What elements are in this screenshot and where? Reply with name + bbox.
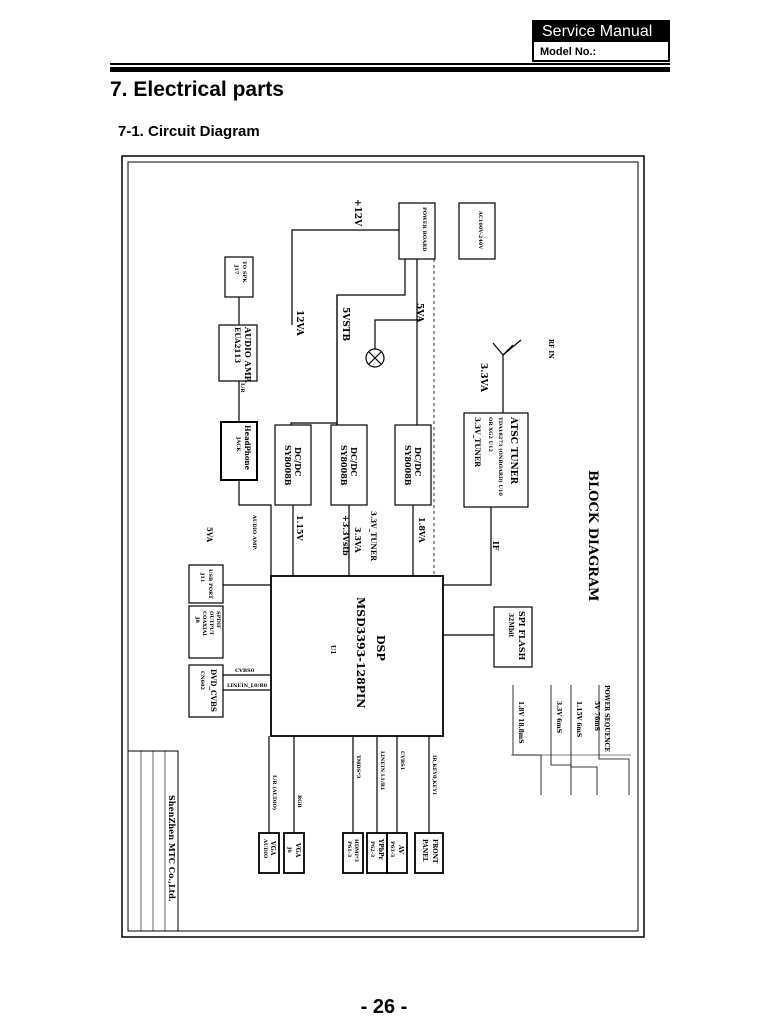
header-rule-thick	[110, 67, 670, 72]
to-spk-block	[224, 256, 254, 298]
tuner-title: ATSC TUNER	[508, 416, 518, 485]
tuner-out: 3.3V_TUNER	[369, 511, 378, 561]
block-diagram: BLOCK DIAGRAM DSP MSD3393-128PIN U1 POWE…	[121, 155, 645, 938]
model-label: Model No.:	[540, 46, 597, 58]
dsp-line1: DSP	[374, 635, 387, 661]
power-board-block	[398, 202, 436, 260]
dcdc1-label: DC/DC	[293, 447, 303, 477]
header-title: Service Manual	[534, 22, 668, 42]
dcdc2-label: DC/DC	[349, 447, 359, 477]
tuner-alt: OR XG2 U12	[487, 417, 493, 452]
signal-cvbs: CVBS0	[235, 668, 255, 674]
headphone-jack: JACK	[235, 436, 241, 452]
audio-amp-block	[218, 324, 258, 382]
spi-flash-size: 32Mbit	[507, 613, 514, 637]
dcdc2-out2: 3.3VA	[353, 527, 363, 554]
input-hdmi	[342, 832, 364, 874]
audio-amp-chip: EUA2113	[233, 327, 242, 363]
signal-linein: LINEIN_L0/R0	[227, 683, 268, 689]
header-rule-thin	[110, 63, 670, 65]
dsp-block	[270, 575, 444, 737]
page-number: - 26 -	[360, 996, 408, 1018]
power-board-label: POWER BOARD	[421, 207, 427, 252]
input-vga-l1: VGA	[294, 842, 301, 858]
company-name: ShenZhen MTC Co.,Ltd.	[167, 795, 177, 902]
dcdc1-chip: SY8008B	[283, 445, 293, 486]
usb-label: USB PORT	[207, 569, 213, 599]
spdif-coaxial: COAXIAL	[201, 611, 207, 637]
spdif-block	[188, 605, 224, 659]
rail-33va: 3.3VA	[478, 363, 488, 393]
usb-block	[188, 564, 224, 604]
rail-5vstb: 5VSTB	[340, 307, 350, 341]
input-ypbpr-sig: LINEIN L1/R1	[379, 751, 385, 790]
headphone-label: HeadPhone	[243, 425, 252, 471]
ac-input-block	[458, 202, 496, 260]
audio-amp-label: AUDIO AMP.	[243, 326, 253, 383]
spdif-ref: J8	[194, 616, 200, 623]
tuner-supply: 3.3V_TUNER	[473, 417, 482, 467]
spi-flash-block	[493, 606, 533, 668]
input-vga-audio-l2: AUDIO	[262, 838, 268, 859]
dcdc2-out1: +3.3Vstb	[341, 515, 351, 556]
dcdc3-label: DC/DC	[413, 447, 423, 477]
input-vga-audio-l1: VGA	[269, 840, 276, 856]
input-vga-sig: RGB	[296, 795, 302, 808]
tuner-chip: TDA18273 (ONBOARD) U10	[497, 417, 504, 496]
signal-5va: 5VA	[205, 527, 214, 543]
dcdc2-chip: SY8008B	[339, 445, 349, 486]
timing-t1: 1.8V 18.8mS	[517, 701, 524, 743]
dvd-block	[188, 664, 224, 718]
timing-t3: 1.15V 6mS	[575, 701, 582, 737]
timing-t2: 3.3V 6mS	[555, 701, 562, 733]
diagram-title: BLOCK DIAGRAM	[585, 470, 600, 601]
input-ypbpr-l2: P62-3	[369, 841, 375, 858]
to-spk-label: TO SPK	[241, 261, 247, 283]
spdif-label: SPDIF	[215, 611, 221, 629]
dcdc1-out: 1.15V	[295, 515, 305, 541]
signal-audio-amp: AUDIO AMP.	[251, 514, 257, 550]
input-hdmi-l2: P61-3	[346, 841, 352, 858]
dcdc3-out: 1.8VA	[417, 517, 427, 544]
header-box: Service Manual Model No.:	[532, 20, 670, 62]
dvd-label: DVD_CVBS	[209, 669, 218, 712]
input-ypbpr-l1: YPbPr	[377, 838, 384, 861]
timing-title: POWER SEQUENCE	[603, 685, 610, 752]
rail-12va: 12VA	[294, 310, 304, 337]
section-title: 7. Electrical parts	[110, 78, 284, 101]
spdif-output: OUTPUT	[208, 611, 214, 636]
input-front-l2: PANEL	[421, 839, 428, 863]
dcdc3-chip: SY8008B	[403, 445, 413, 486]
input-hdmi-sig: TMDS*3	[355, 755, 361, 779]
tuner-if: IF	[491, 541, 501, 551]
input-vga-audio-sig: L/R (AUDIO)	[271, 775, 278, 810]
dsp-line3: U1	[329, 645, 336, 654]
tuner-block	[463, 412, 529, 508]
spi-flash-label: SPI FLASH	[517, 611, 527, 661]
input-front-l1: FRONT	[431, 839, 438, 864]
rail-12v: +12V	[352, 199, 362, 227]
dvd-ref: CN602	[199, 671, 205, 691]
input-vga-l2: J6	[286, 846, 292, 853]
to-spk-ref: J17	[233, 264, 239, 275]
signal-lr: L/R	[239, 383, 245, 393]
input-front-sig: IR,KEY0,KEY1	[431, 755, 437, 795]
input-hdmi-l1: HDMI*3	[353, 839, 359, 863]
tuner-rf: RF IN	[547, 339, 554, 359]
input-av-l1: AV	[397, 844, 404, 854]
ac-input-label: AC100V-240V	[477, 210, 483, 249]
timing-t4: 5V 76mS	[593, 701, 600, 731]
dsp-line2: MSD3393-128PIN	[354, 597, 367, 708]
rail-5va: 5VA	[414, 303, 424, 324]
usb-ref: J11	[199, 572, 205, 582]
input-av-sig: CVBS1	[399, 751, 405, 770]
subsection-title: 7-1. Circuit Diagram	[118, 123, 260, 140]
input-av-l2: P63-3	[389, 841, 395, 858]
